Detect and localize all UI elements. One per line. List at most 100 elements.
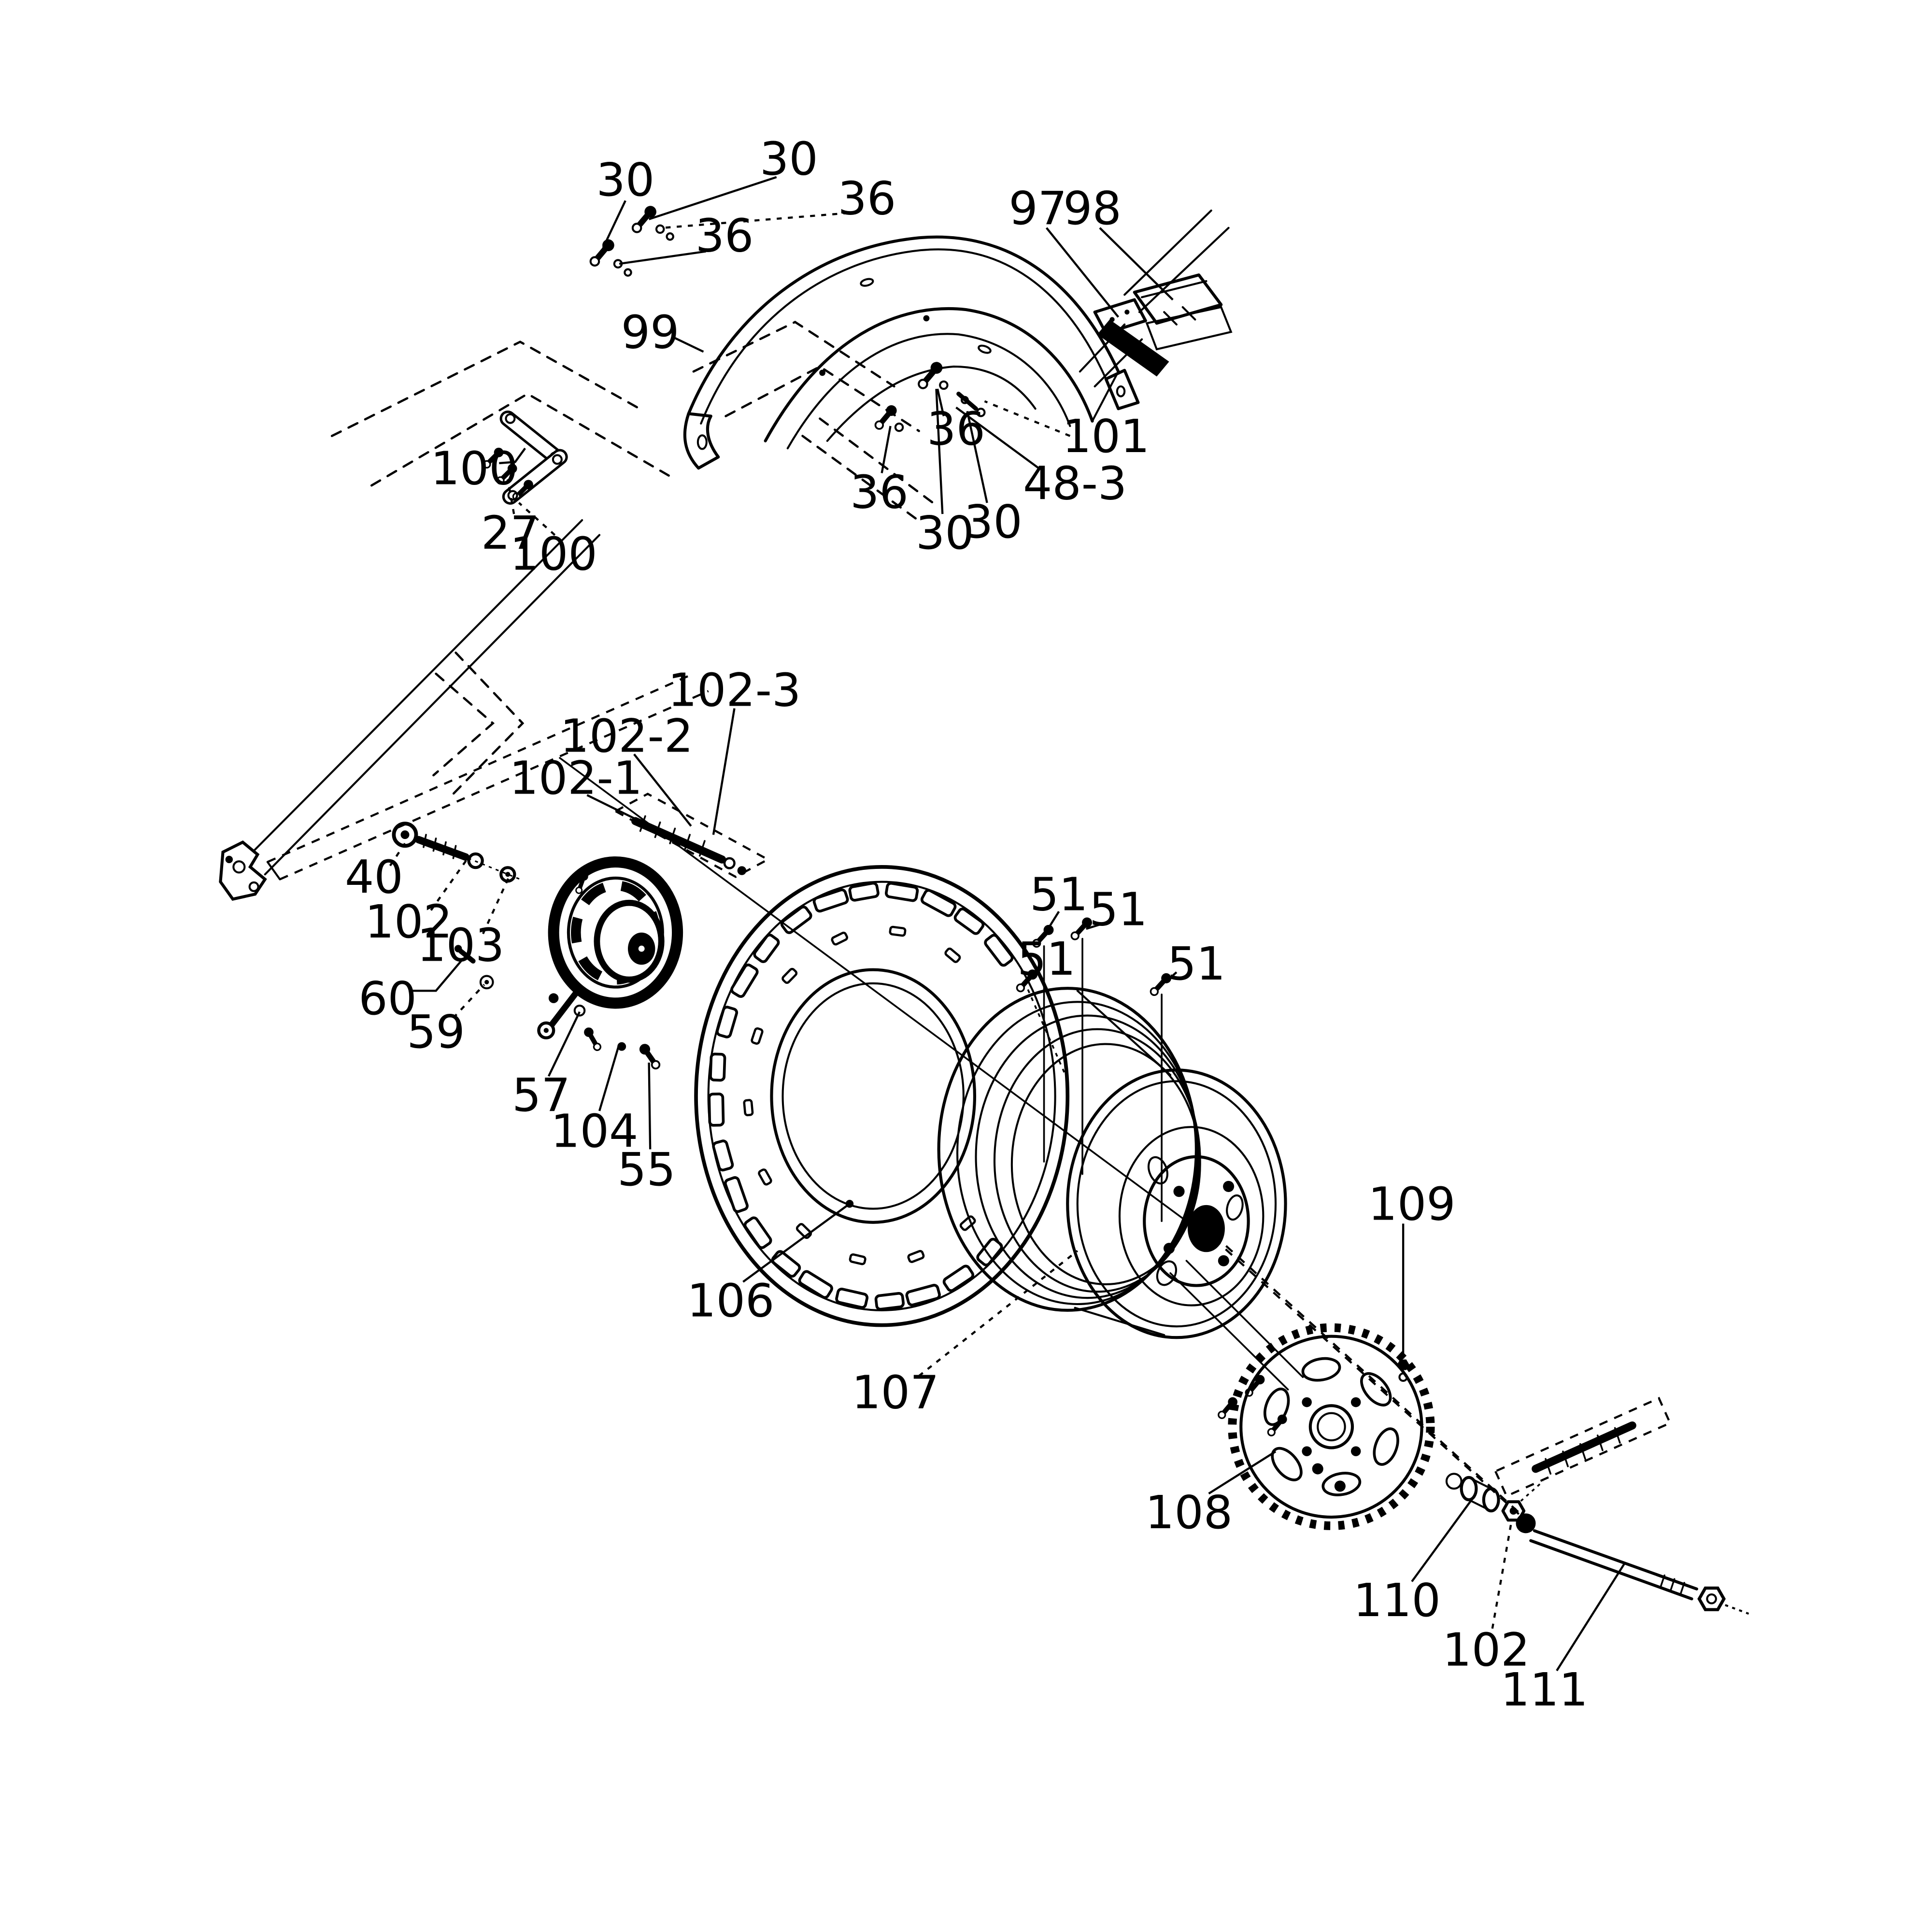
leader-line-110 [1411, 1498, 1474, 1582]
leader-line-106 [742, 1203, 851, 1283]
part-label-98: 98 [1063, 182, 1122, 235]
tread-block [984, 934, 1014, 967]
tread-block [942, 1264, 975, 1292]
bushing-102 [467, 852, 484, 869]
tread-block-inner [831, 931, 848, 946]
part-label-30: 30 [916, 507, 974, 560]
leader-line-55 [648, 1062, 652, 1150]
part-label-102: 102 [365, 895, 453, 949]
part-label-51: 51 [1089, 883, 1148, 936]
leader-line-111 [1556, 1562, 1626, 1672]
axle-nut-111 [1697, 1586, 1726, 1611]
part-label-99: 99 [621, 306, 680, 359]
part-label-110: 110 [1353, 1574, 1441, 1627]
bolt-30-icon [630, 203, 659, 235]
sprocket-stud [1350, 1446, 1361, 1456]
part-label-111: 111 [1501, 1663, 1588, 1717]
sprocket-stud [1350, 1397, 1361, 1407]
tread-block [798, 1270, 833, 1299]
leader-line-102-1 [586, 794, 673, 838]
part-label-48-3: 48-3 [1023, 457, 1127, 510]
part-label-51: 51 [1167, 938, 1226, 991]
tread-block-inner [796, 1223, 812, 1239]
bolt-109-icon [1397, 1359, 1409, 1370]
leader-line-100 [518, 502, 556, 536]
leader-line-51 [1045, 911, 1060, 932]
wheel-hub [1143, 1155, 1250, 1287]
part-label-104: 104 [551, 1105, 638, 1158]
tread-block [812, 888, 849, 913]
sprocket-hole [1301, 1357, 1341, 1382]
bolt-30-icon [587, 237, 616, 268]
leader-line-101 [984, 400, 1071, 437]
part-label-102-2: 102-2 [560, 710, 694, 763]
leader-line-40 [389, 842, 406, 867]
part-label-30: 30 [760, 133, 818, 186]
leader-line-36 [619, 250, 706, 265]
leader-line-36 [881, 426, 892, 473]
leader-line-102 [1491, 1524, 1512, 1629]
leader-line-48-3 [955, 406, 1041, 470]
sprocket-hole [1360, 1372, 1392, 1406]
leader-line-60 [409, 958, 464, 992]
part-label-100: 100 [510, 527, 597, 581]
part-label-102: 102 [1442, 1624, 1530, 1677]
part-label-100: 100 [431, 442, 518, 496]
fender-bolts-top [587, 203, 674, 277]
rear-fender [683, 235, 1140, 470]
pin-60 [458, 949, 476, 964]
tread-block [724, 1176, 749, 1213]
leader-line-51 [1086, 922, 1107, 930]
leader-dot [845, 1200, 854, 1208]
leader-line-51 [1027, 969, 1037, 980]
part-label-103: 103 [417, 919, 504, 972]
tread-block [848, 881, 880, 902]
sprocket-hole [1373, 1427, 1399, 1466]
leader-line-30 [935, 389, 944, 514]
axle-head [1516, 1513, 1536, 1534]
part-label-36: 36 [696, 210, 754, 263]
leader-line-102-3 [712, 708, 736, 835]
fender-straps-100 [480, 411, 568, 505]
tread-block-inner [944, 947, 961, 963]
tread-block [780, 905, 812, 934]
part-label-108: 108 [1145, 1486, 1233, 1539]
leader-line-98 [1099, 227, 1174, 301]
wheel-rim [937, 987, 1287, 1339]
leader-line-57 [547, 1011, 581, 1077]
tread-block [753, 934, 780, 963]
part-label-97: 97 [1009, 182, 1067, 235]
part-label-30: 30 [964, 496, 1023, 549]
tread-block [730, 963, 759, 998]
axle-group [1445, 1396, 1749, 1615]
part-label-36: 36 [838, 172, 896, 226]
leader-line-51 [1165, 971, 1178, 983]
bracket-97-98 [1093, 273, 1233, 377]
part-label-30: 30 [597, 154, 655, 207]
leader-line-36 [936, 388, 945, 417]
leader-line-59 [452, 983, 485, 1019]
tread-block-inner [743, 1099, 754, 1117]
tread-block [708, 1093, 725, 1127]
part-label-51: 51 [1030, 868, 1088, 922]
tread-block [953, 908, 985, 935]
part-label-36: 36 [927, 403, 985, 456]
part-label-55: 55 [617, 1143, 676, 1196]
leader-line-30 [648, 176, 777, 220]
part-label-40: 40 [345, 851, 403, 904]
sprocket-stud [1302, 1397, 1312, 1407]
tread-block [771, 1250, 801, 1278]
tread-block [874, 1292, 905, 1311]
washer-59 [479, 975, 494, 990]
leader-line-97 [1045, 227, 1120, 318]
tread-block-inner [849, 1253, 867, 1265]
tread-block-inner [781, 967, 798, 984]
leader-line-102-2 [633, 753, 692, 827]
sprocket-hole [1271, 1447, 1303, 1481]
tread-block-inner [889, 925, 907, 937]
tread-block-inner [959, 1215, 976, 1231]
chain-adjuster-right [1494, 1396, 1672, 1498]
sprocket-hole [1321, 1472, 1362, 1496]
